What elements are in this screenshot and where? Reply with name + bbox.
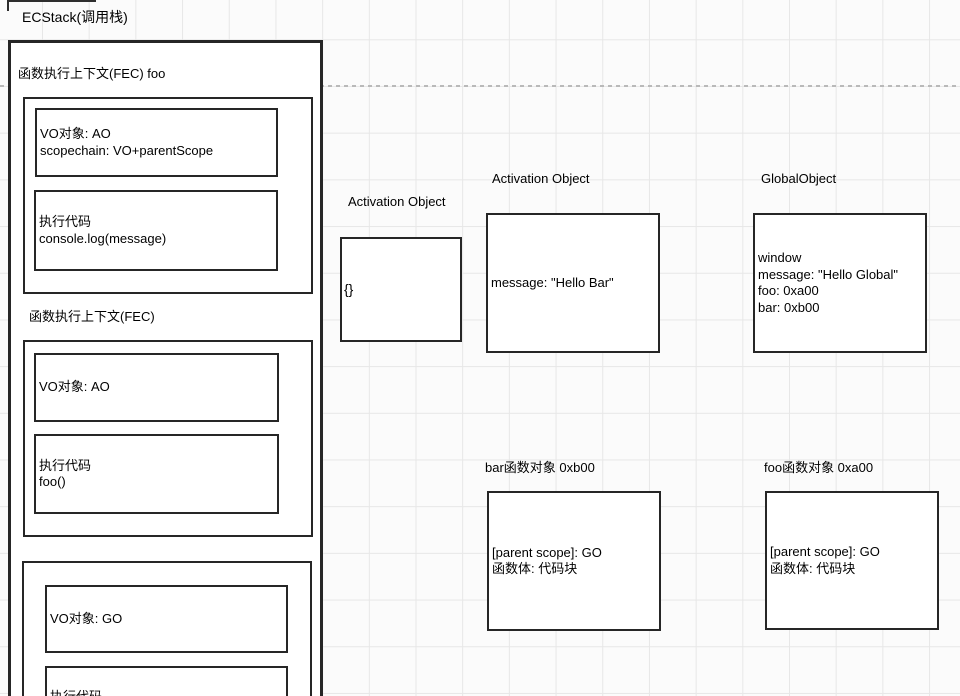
frame-foo-code-text: 执行代码 console.log(message) — [39, 214, 167, 246]
frame-global-vo-box[interactable]: VO对象: GO — [45, 585, 288, 653]
activation-object-empty-label: Activation Object — [348, 194, 446, 209]
global-object-box[interactable]: window message: "Hello Global" foo: 0xa0… — [753, 213, 927, 353]
frame-fec-label: 函数执行上下文(FEC) — [29, 309, 155, 324]
frame-global-box[interactable] — [22, 561, 312, 696]
frame-fec-box[interactable] — [23, 340, 313, 537]
frame-fec-vo-box[interactable]: VO对象: AO — [34, 353, 279, 422]
global-object-label: GlobalObject — [761, 171, 837, 186]
frame-global-code-box[interactable]: 执行代码 — [45, 666, 288, 696]
activation-object-empty-box[interactable]: {} — [340, 237, 462, 342]
frame-global-vo-text: VO对象: GO — [50, 610, 123, 626]
dashed-separator-line — [0, 85, 960, 87]
offscreen-box-edge-vertical — [7, 0, 9, 11]
frame-foo-code-box[interactable]: 执行代码 console.log(message) — [34, 190, 278, 271]
bar-function-object-box[interactable]: [parent scope]: GO 函数体: 代码块 — [487, 491, 661, 631]
activation-object-empty-text: {} — [344, 281, 354, 298]
bar-function-object-label: bar函数对象 0xb00 — [485, 460, 595, 475]
foo-function-object-label: foo函数对象 0xa00 — [764, 460, 874, 475]
frame-global-code-text: 执行代码 — [47, 668, 102, 696]
activation-object-bar-text: message: "Hello Bar" — [491, 274, 614, 290]
frame-foo-box[interactable] — [23, 97, 313, 294]
foo-function-object-box[interactable]: [parent scope]: GO 函数体: 代码块 — [765, 491, 939, 630]
frame-foo-label: 函数执行上下文(FEC) foo — [18, 66, 166, 81]
bar-function-object-text: [parent scope]: GO 函数体: 代码块 — [492, 544, 602, 577]
foo-function-object-text: [parent scope]: GO 函数体: 代码块 — [770, 544, 880, 576]
activation-object-bar-label: Activation Object — [492, 171, 590, 186]
activation-object-bar-box[interactable]: message: "Hello Bar" — [486, 213, 660, 353]
offscreen-box-edge-horizontal — [7, 0, 96, 2]
frame-foo-vo-text: VO对象: AO scopechain: VO+parentScope — [40, 126, 214, 158]
global-object-text: window message: "Hello Global" foo: 0xa0… — [758, 250, 899, 315]
ecstack-title: ECStack(调用栈) — [22, 9, 128, 25]
frame-fec-code-text: 执行代码 foo() — [39, 457, 92, 490]
frame-foo-vo-box[interactable]: VO对象: AO scopechain: VO+parentScope — [35, 108, 278, 177]
frame-fec-vo-text: VO对象: AO — [39, 379, 110, 395]
frame-fec-code-box[interactable]: 执行代码 foo() — [34, 434, 279, 514]
